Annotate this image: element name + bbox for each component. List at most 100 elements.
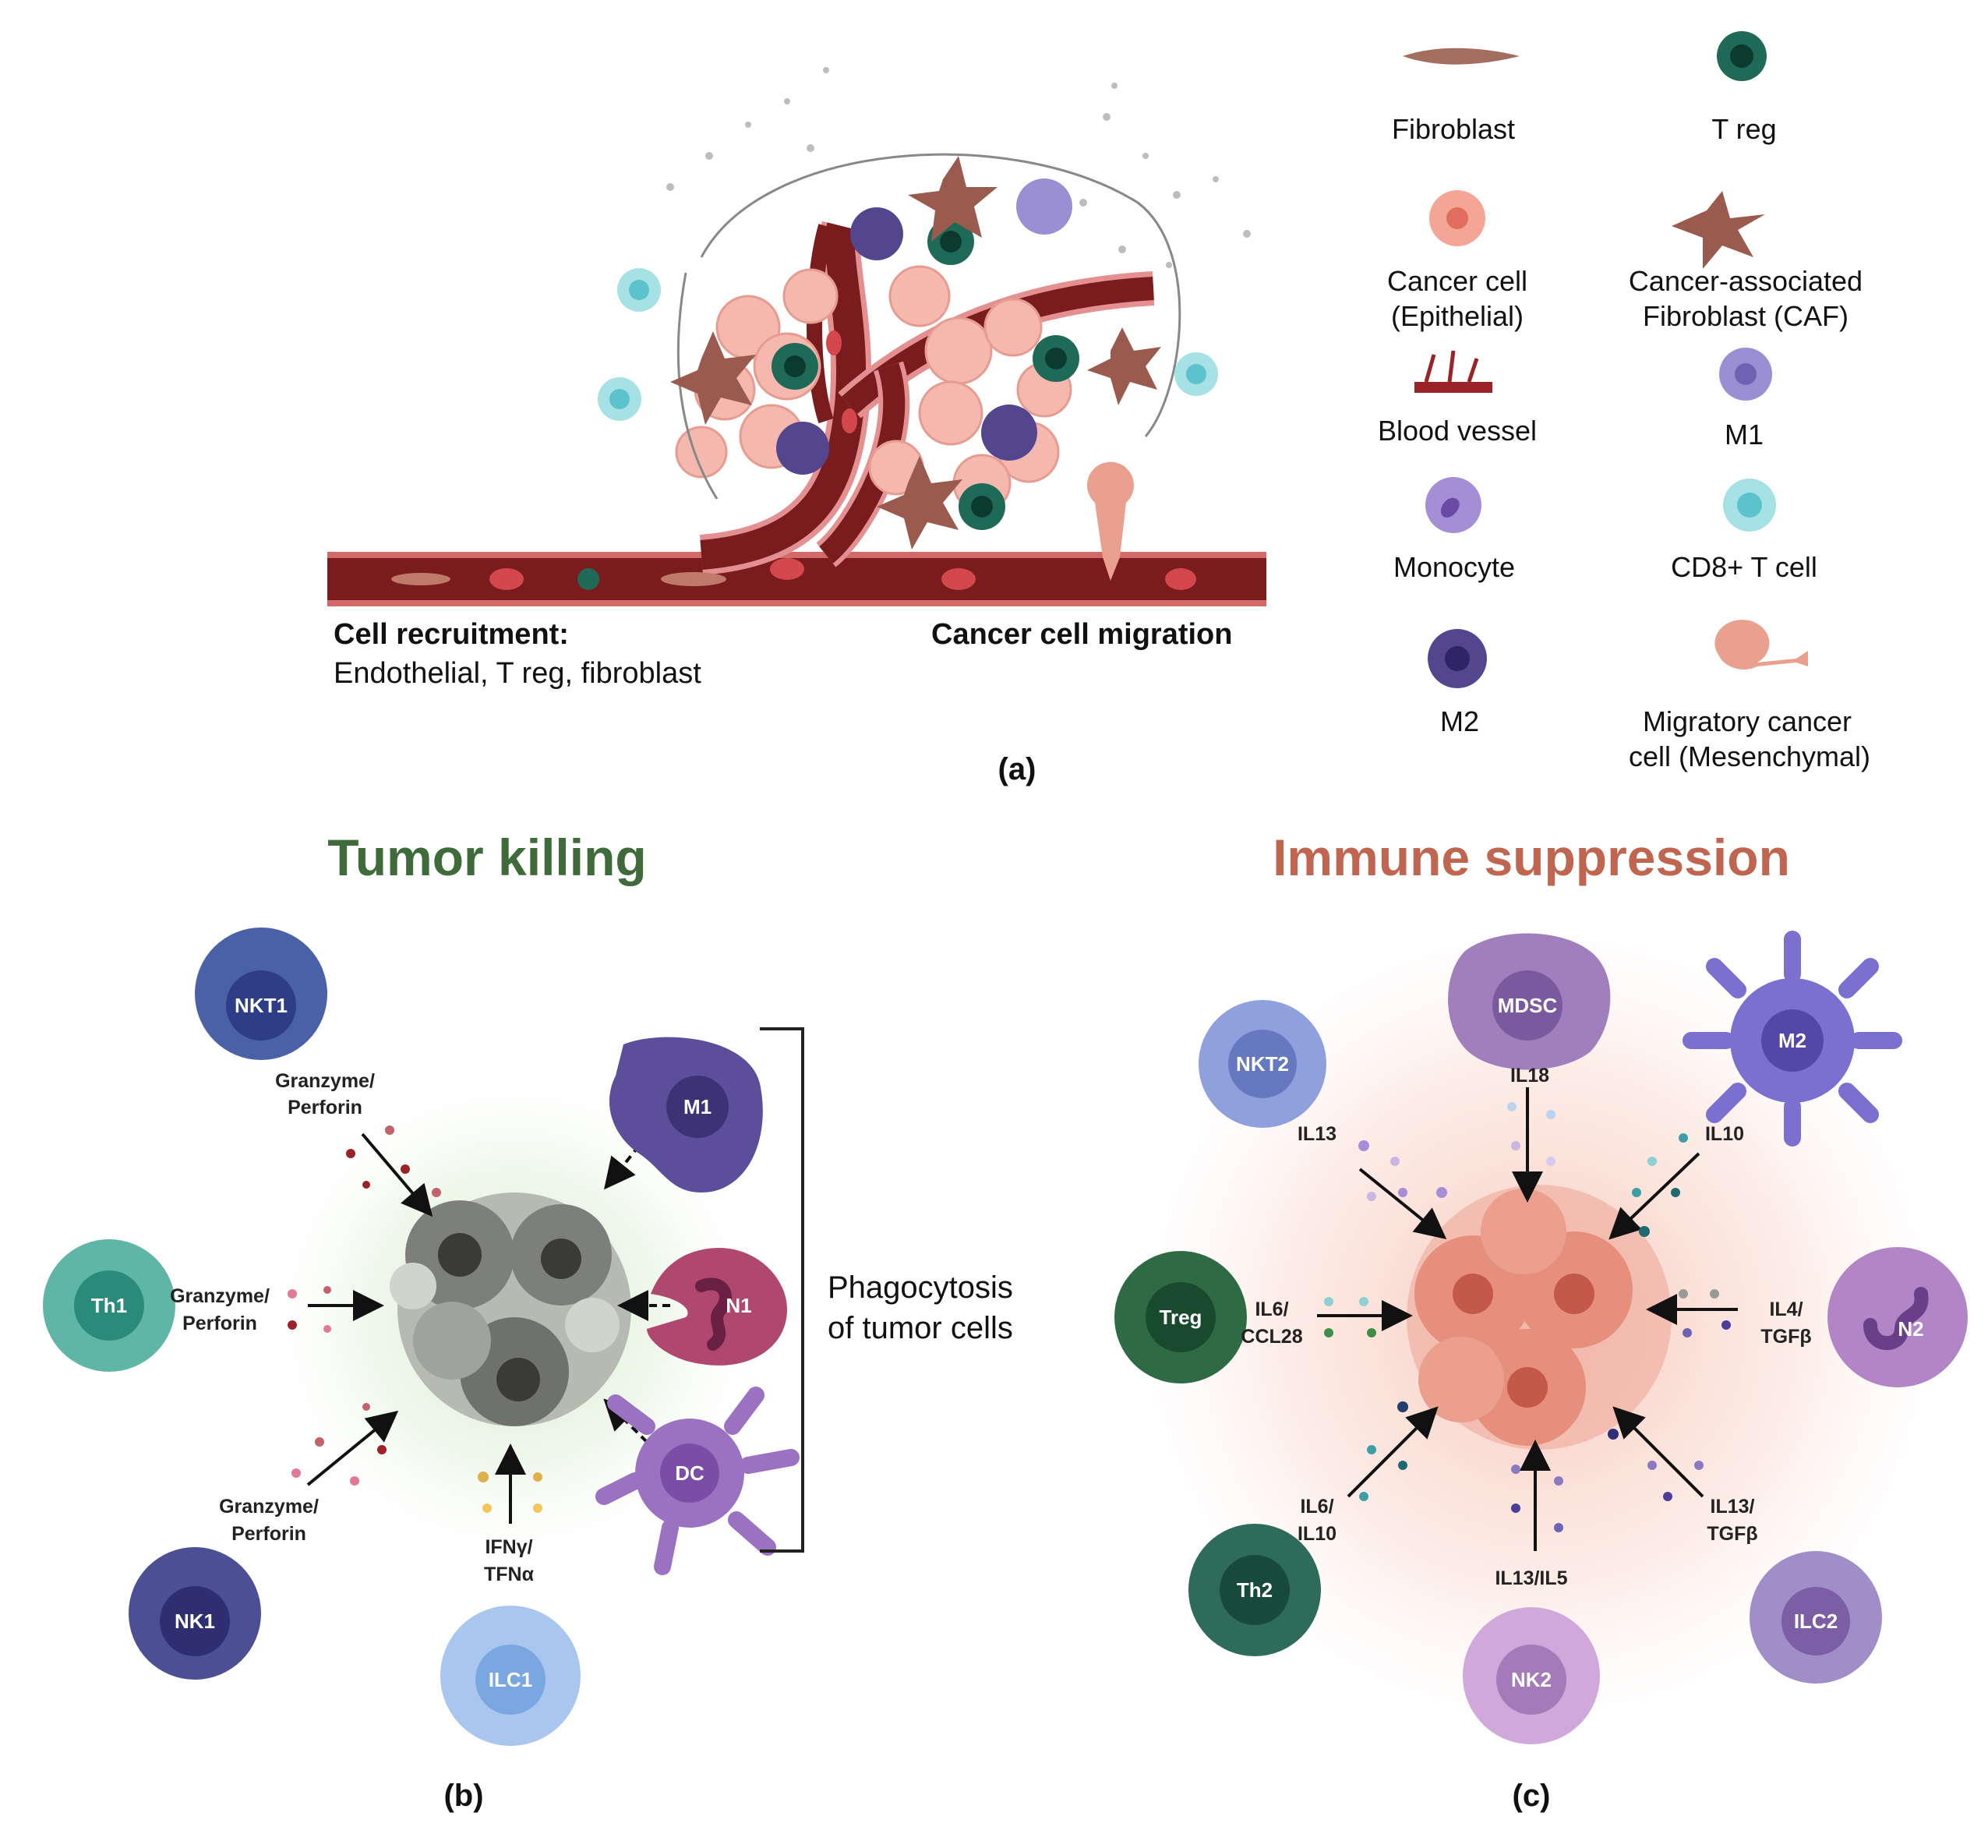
panel-b-title: Tumor killing xyxy=(327,829,647,886)
cell-label-mdsc: MDSC xyxy=(1498,994,1558,1017)
cell-label-treg: Treg xyxy=(1160,1306,1202,1329)
cell-label-nk2: NK2 xyxy=(1511,1668,1552,1691)
cell-dc: DC xyxy=(595,1387,800,1575)
granzyme-label-3b: Perforin xyxy=(231,1523,306,1545)
cell-label-m1-b: M1 xyxy=(683,1095,712,1118)
cell-label-n2: N2 xyxy=(1898,1317,1923,1341)
il13-tgfb-label-b: TGFβ xyxy=(1707,1523,1758,1545)
cell-nkt2: NKT2 xyxy=(1199,1000,1326,1128)
cell-label-ilc2: ILC2 xyxy=(1794,1609,1838,1633)
cell-label-m2-c: M2 xyxy=(1778,1029,1806,1052)
phagocytosis-label-a: Phagocytosis xyxy=(828,1270,1013,1305)
legend-blood-vessel: Blood vessel xyxy=(1377,415,1538,447)
arrow-nkt2 xyxy=(1358,1168,1447,1240)
legend-cancer-cell-1: Cancer cell xyxy=(1386,265,1528,297)
m2-cells xyxy=(776,207,1037,475)
arrow-m1-b xyxy=(604,1144,641,1190)
panel-a-tag: (a) xyxy=(998,752,1036,786)
arrow-nk1 xyxy=(306,1410,399,1486)
legend-blood-vessel-icon xyxy=(1414,350,1492,393)
legend-treg: T reg xyxy=(1711,113,1777,145)
main-blood-vessel xyxy=(327,552,1266,606)
panel-b-illustration: NKT1 Th1 NK1 ILC1 M1 N1 DC xyxy=(43,928,804,1746)
caf-cells xyxy=(670,156,1161,549)
cell-nkt1: NKT1 xyxy=(195,928,327,1060)
il18-label: IL18 xyxy=(1510,1065,1550,1087)
il6-ccl28-label-b: CCL28 xyxy=(1241,1326,1303,1348)
cell-n1: N1 xyxy=(647,1247,787,1366)
cell-label-th1: Th1 xyxy=(91,1294,127,1317)
granzyme-label-1a: Granzyme/ xyxy=(275,1070,375,1092)
arrow-m2-c xyxy=(1608,1152,1700,1240)
arrow-ilc2 xyxy=(1612,1406,1704,1498)
m1-cell xyxy=(1016,178,1072,235)
red-blood-cells xyxy=(489,330,1196,590)
panel-c-tag: (c) xyxy=(1512,1779,1551,1813)
legend-caf-1: Cancer-associated xyxy=(1628,265,1863,297)
panel-b-tag: (b) xyxy=(443,1779,484,1813)
cell-mdsc: MDSC xyxy=(1448,933,1611,1070)
legend-icons xyxy=(1403,31,1808,688)
cell-nk2: NK2 xyxy=(1463,1607,1600,1744)
legend-monocyte: Monocyte xyxy=(1393,551,1516,583)
recruitment-title: Cell recruitment: xyxy=(334,618,569,651)
legend-migratory-1: Migratory cancer xyxy=(1642,705,1852,737)
il6-il10-label-a: IL6/ xyxy=(1300,1496,1334,1518)
cell-label-th2: Th2 xyxy=(1237,1578,1273,1602)
cell-th1: Th1 xyxy=(43,1239,175,1372)
legend-cd8: CD8+ T cell xyxy=(1671,551,1817,583)
migration-label: Cancer cell migration xyxy=(931,618,1233,651)
dying-tumor-mass xyxy=(390,1193,631,1426)
legend-migratory-cell-icon xyxy=(1714,620,1808,670)
legend-fibroblast: Fibroblast xyxy=(1391,113,1516,145)
ifn-label-a: IFNγ/ xyxy=(485,1536,533,1558)
granzyme-label-3a: Granzyme/ xyxy=(219,1496,319,1518)
migrating-cancer-cell xyxy=(1086,461,1134,581)
cytokine-dots xyxy=(1324,1102,1731,1532)
granzyme-granules xyxy=(288,1125,542,1513)
il4-tgfb-label-a: IL4/ xyxy=(1769,1299,1803,1320)
phagocytosis-bracket xyxy=(760,1027,804,1553)
legend-caf-2: Fibroblast (CAF) xyxy=(1642,300,1849,332)
secreted-particles xyxy=(666,67,1251,268)
ifn-label-b: TFNα xyxy=(484,1564,534,1585)
panel-a-illustration xyxy=(327,67,1266,606)
treg-cells xyxy=(577,218,1079,590)
legend-m1: M1 xyxy=(1724,419,1764,451)
panel-c-illustration: MDSC NKT2 M2 Treg N2 Th2 NK2 xyxy=(1103,889,1976,1761)
cell-label-n1: N1 xyxy=(726,1294,751,1317)
legend-migratory-2: cell (Mesenchymal) xyxy=(1628,740,1871,772)
cell-m1-b: M1 xyxy=(609,1037,763,1193)
cell-ilc2: ILC2 xyxy=(1750,1551,1882,1684)
vessel-fibroblasts xyxy=(391,572,726,586)
legend-caf-icon xyxy=(1672,191,1765,269)
il13-tgfb-label-a: IL13/ xyxy=(1710,1496,1755,1518)
arrow-th2 xyxy=(1347,1406,1439,1498)
granzyme-label-2b: Perforin xyxy=(182,1313,257,1334)
legend-fibroblast-icon xyxy=(1403,48,1520,65)
cell-nk1: NK1 xyxy=(129,1547,261,1680)
cell-n2: N2 xyxy=(1827,1247,1968,1387)
il13-label: IL13 xyxy=(1297,1123,1337,1145)
cell-treg-c: Treg xyxy=(1114,1251,1247,1383)
il4-tgfb-label-b: TGFβ xyxy=(1760,1326,1812,1348)
il13-il5-label: IL13/IL5 xyxy=(1495,1567,1568,1589)
phagocytosis-label-b: of tumor cells xyxy=(828,1311,1013,1345)
cell-m2-c: M2 xyxy=(1683,931,1902,1147)
cell-label-nkt1: NKT1 xyxy=(235,994,288,1017)
granzyme-label-2a: Granzyme/ xyxy=(170,1285,270,1307)
recruitment-text: Endothelial, T reg, fibroblast xyxy=(334,657,701,690)
cell-label-dc: DC xyxy=(675,1461,704,1485)
il10-label: IL10 xyxy=(1704,1123,1745,1145)
cell-label-nk1: NK1 xyxy=(175,1609,215,1633)
cell-th2: Th2 xyxy=(1188,1524,1321,1656)
cell-label-ilc1: ILC1 xyxy=(489,1668,532,1691)
cell-label-nkt2: NKT2 xyxy=(1236,1052,1289,1076)
legend-cancer-cell-2: (Epithelial) xyxy=(1390,300,1524,332)
arrow-nkt1 xyxy=(361,1132,433,1217)
il6-ccl28-label-a: IL6/ xyxy=(1255,1299,1289,1320)
legend-m2: M2 xyxy=(1439,705,1480,737)
cell-ilc1: ILC1 xyxy=(440,1606,581,1746)
panel-c-title: Immune suppression xyxy=(1273,829,1790,886)
